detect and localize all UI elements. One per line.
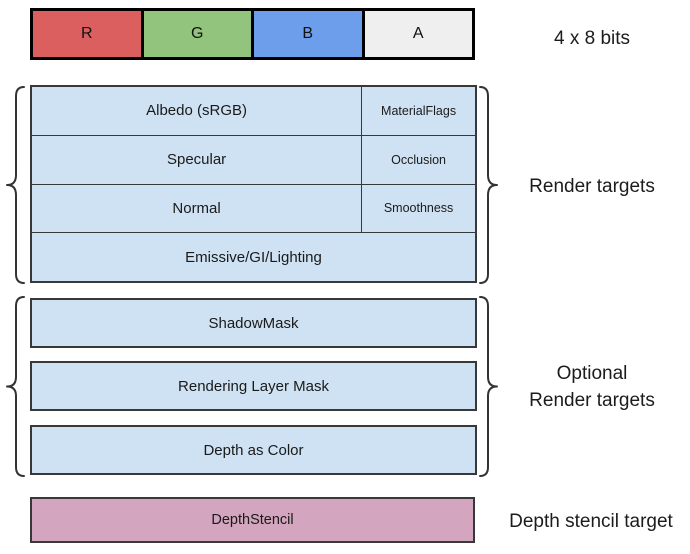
box-shadowmask: ShadowMask <box>30 298 477 348</box>
channel-cell-a: A <box>361 11 472 57</box>
rgba-format-bar: R G B A <box>30 8 475 60</box>
channel-cell-r: R <box>33 11 141 57</box>
cell-normal: Normal <box>32 184 362 233</box>
cell-emissive: Emissive/GI/Lighting <box>32 233 475 281</box>
cell-specular: Specular <box>32 135 362 184</box>
table-row: Specular Occlusion <box>32 134 475 184</box>
right-brace-optional-targets <box>479 296 498 477</box>
table-row: Albedo (sRGB) MaterialFlags <box>32 87 475 135</box>
cell-occlusion: Occlusion <box>361 135 475 184</box>
box-depth-as-color: Depth as Color <box>30 425 477 475</box>
channel-cell-b: B <box>251 11 362 57</box>
cell-smoothness: Smoothness <box>361 184 475 233</box>
depth-stencil-target-label: Depth stencil target <box>509 511 673 532</box>
box-depthstencil: DepthStencil <box>30 497 475 543</box>
render-targets-label: Render targets <box>529 176 655 197</box>
bits-label: 4 x 8 bits <box>553 28 631 49</box>
cell-albedo: Albedo (sRGB) <box>32 87 362 135</box>
box-rendering-layer-mask: Rendering Layer Mask <box>30 361 477 411</box>
left-brace-optional-targets <box>6 296 25 477</box>
render-targets-table: Albedo (sRGB) MaterialFlags Specular Occ… <box>30 85 477 283</box>
channel-cell-g: G <box>140 11 251 57</box>
right-brace-render-targets <box>479 86 498 284</box>
left-brace-render-targets <box>6 86 25 284</box>
optional-render-targets-label: Optional Render targets <box>529 363 655 411</box>
table-row: Emissive/GI/Lighting <box>32 232 475 281</box>
cell-materialflags: MaterialFlags <box>361 87 475 135</box>
table-row: Normal Smoothness <box>32 183 475 233</box>
